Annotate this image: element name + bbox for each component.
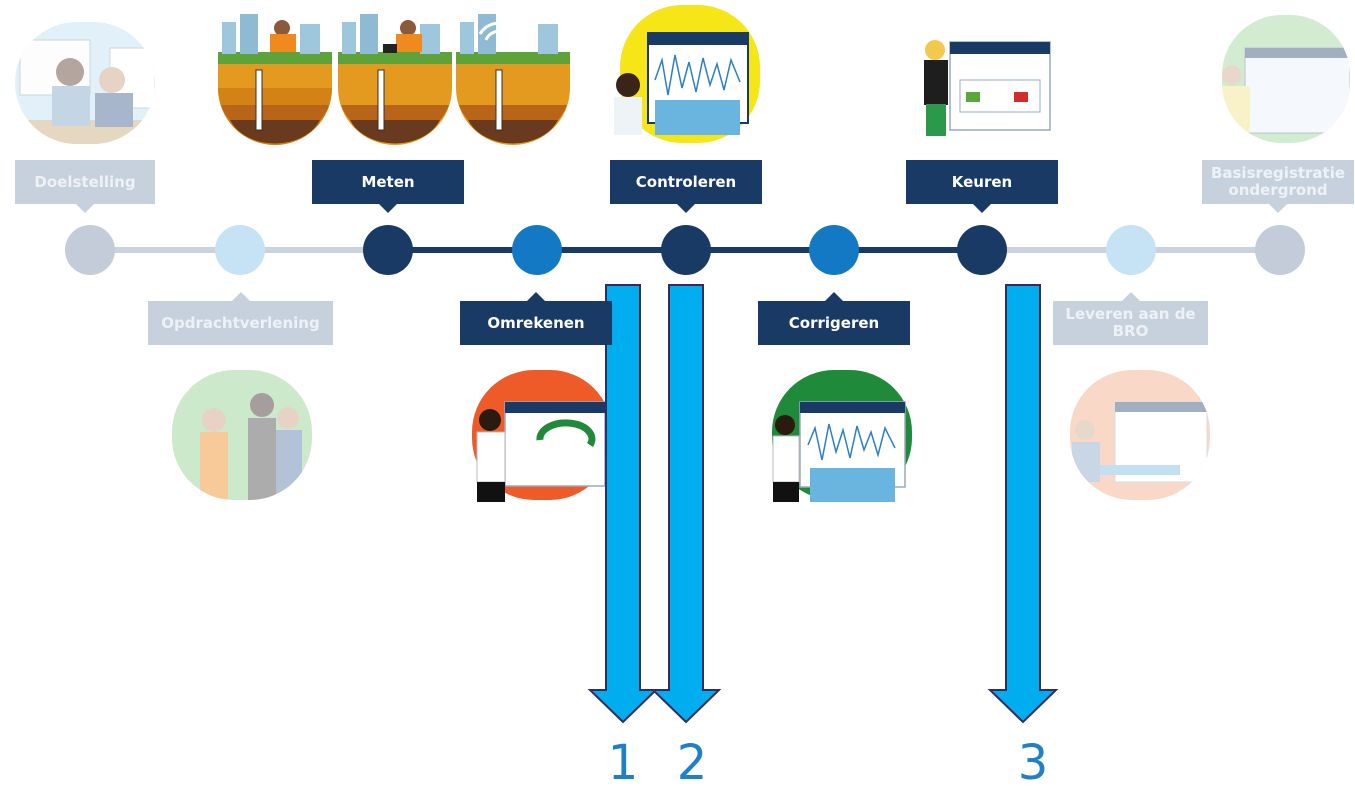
- label-omrekenen-text: Omrekenen: [487, 313, 585, 332]
- arrow-number-1: 1: [607, 735, 639, 791]
- node-omrekenen: [512, 225, 562, 275]
- label-meten: Meten: [312, 160, 464, 213]
- label-basis-text-line2: ondergrond: [1228, 181, 1328, 199]
- arrow-number-3: 3: [1017, 735, 1049, 791]
- keuren-illustration: [915, 5, 1055, 143]
- label-omrekenen: Omrekenen: [460, 292, 612, 345]
- controleren-illustration: [614, 5, 760, 143]
- leveren-illustration: [1070, 370, 1210, 500]
- label-corrigeren-text: Corrigeren: [788, 313, 880, 332]
- label-meten-text: Meten: [361, 172, 415, 191]
- meten-illustration: [218, 14, 570, 145]
- label-controleren-text: Controleren: [635, 172, 737, 191]
- node-keuren: [957, 225, 1007, 275]
- label-leveren-text-line1: Leveren aan de: [1065, 305, 1196, 323]
- label-leveren: Leveren aan de BRO: [1053, 292, 1208, 345]
- node-corrigeren: [809, 225, 859, 275]
- label-opdrachtverlening: Opdrachtverlening: [148, 292, 333, 345]
- doelstelling-illustration: [15, 22, 155, 144]
- basis-illustration: [1222, 15, 1350, 143]
- omrekenen-illustration: [472, 370, 612, 502]
- down-arrow-1: [587, 284, 659, 724]
- node-opdrachtverlening: [215, 225, 265, 275]
- node-basis: [1255, 225, 1305, 275]
- label-doelstelling: Doelstelling: [15, 160, 155, 213]
- label-controleren: Controleren: [610, 160, 762, 213]
- corrigeren-illustration: [772, 370, 912, 502]
- arrow-number-2: 2: [676, 735, 708, 791]
- label-corrigeren: Corrigeren: [758, 292, 910, 345]
- label-basis: Basisregistratie ondergrond: [1202, 160, 1354, 213]
- label-doelstelling-text: Doelstelling: [34, 172, 136, 191]
- label-opdrachtverlening-text: Opdrachtverlening: [161, 313, 320, 332]
- label-basis-text-line1: Basisregistratie: [1210, 164, 1346, 182]
- label-keuren: Keuren: [906, 160, 1058, 213]
- label-keuren-text: Keuren: [951, 172, 1013, 191]
- label-leveren-text-line2: BRO: [1112, 322, 1149, 340]
- node-doelstelling: [65, 225, 115, 275]
- node-controleren: [661, 225, 711, 275]
- opdrachtverlening-illustration: [172, 370, 312, 500]
- node-meten: [363, 225, 413, 275]
- down-arrow-2: [650, 284, 722, 724]
- node-leveren: [1106, 225, 1156, 275]
- down-arrow-3: [987, 284, 1059, 724]
